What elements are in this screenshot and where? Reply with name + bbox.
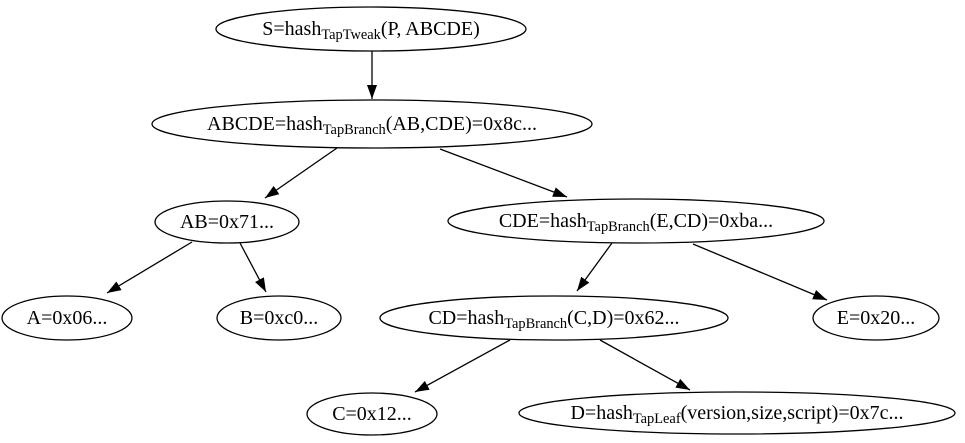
node-label-B: B=0xc0... — [240, 308, 319, 328]
node-ellipse-ABCDE — [151, 99, 593, 149]
node-ellipse-C — [306, 392, 438, 436]
edge-ABCDE-AB — [264, 147, 338, 199]
node-label-S: S=hashTapTweak(P, ABCDE) — [262, 18, 480, 42]
node-label-C: C=0x12... — [332, 404, 412, 424]
node-label-CDE: CDE=hashTapBranch(E,CD)=0xba... — [498, 210, 774, 234]
node-ellipse-CDE — [447, 198, 825, 244]
node-text: CD=hash — [428, 307, 505, 329]
edge-CDE-E — [692, 243, 828, 301]
node-ellipse-S — [215, 6, 527, 52]
node-text: AB=0x71... — [179, 211, 275, 233]
node-subscript: TapBranch — [586, 219, 650, 236]
node-ellipse-E — [812, 295, 940, 341]
node-text: (C,D)=0x62... — [567, 307, 680, 329]
node-text: (E,CD)=0xba... — [649, 210, 774, 232]
node-label-ABCDE: ABCDE=hashTapBranch(AB,CDE)=0x8c... — [207, 113, 537, 137]
node-label-E: E=0x20... — [837, 308, 916, 328]
edge-CDE-CD — [576, 242, 613, 292]
edge-AB-A — [106, 241, 193, 294]
node-text: A=0x06... — [26, 307, 108, 329]
node-label-AB: AB=0x71... — [180, 212, 274, 232]
node-subscript: TapBranch — [322, 122, 386, 139]
edge-ABCDE-CDE — [439, 148, 568, 198]
node-text: C=0x12... — [332, 403, 412, 425]
node-text: B=0xc0... — [239, 307, 319, 329]
node-ellipse-B — [216, 295, 342, 341]
node-text: ABCDE=hash — [207, 113, 323, 135]
node-text: (P, ABCDE) — [380, 18, 480, 40]
node-ellipse-CD — [379, 295, 729, 341]
node-label-CD: CD=hashTapBranch(C,D)=0x62... — [428, 307, 680, 331]
node-label-D: D=hashTapLeaf(version,size,script)=0x7c.… — [570, 402, 904, 426]
node-text: (version,size,script)=0x7c... — [680, 402, 904, 424]
node-text: E=0x20... — [836, 307, 916, 329]
node-subscript: TapLeaf — [632, 411, 681, 428]
node-subscript: TapBranch — [504, 316, 568, 333]
node-text: CDE=hash — [498, 210, 587, 232]
edge-CD-C — [414, 339, 511, 393]
node-ellipse-D — [518, 391, 956, 435]
node-label-A: A=0x06... — [27, 308, 108, 328]
node-text: D=hash — [570, 402, 633, 424]
node-ellipse-A — [1, 295, 133, 341]
node-text: S=hash — [262, 18, 322, 40]
edge-AB-B — [239, 242, 267, 293]
edge-CD-D — [599, 339, 691, 391]
node-ellipse-AB — [154, 200, 300, 244]
node-subscript: TapTweak — [321, 27, 381, 44]
node-text: (AB,CDE)=0x8c... — [385, 113, 537, 135]
